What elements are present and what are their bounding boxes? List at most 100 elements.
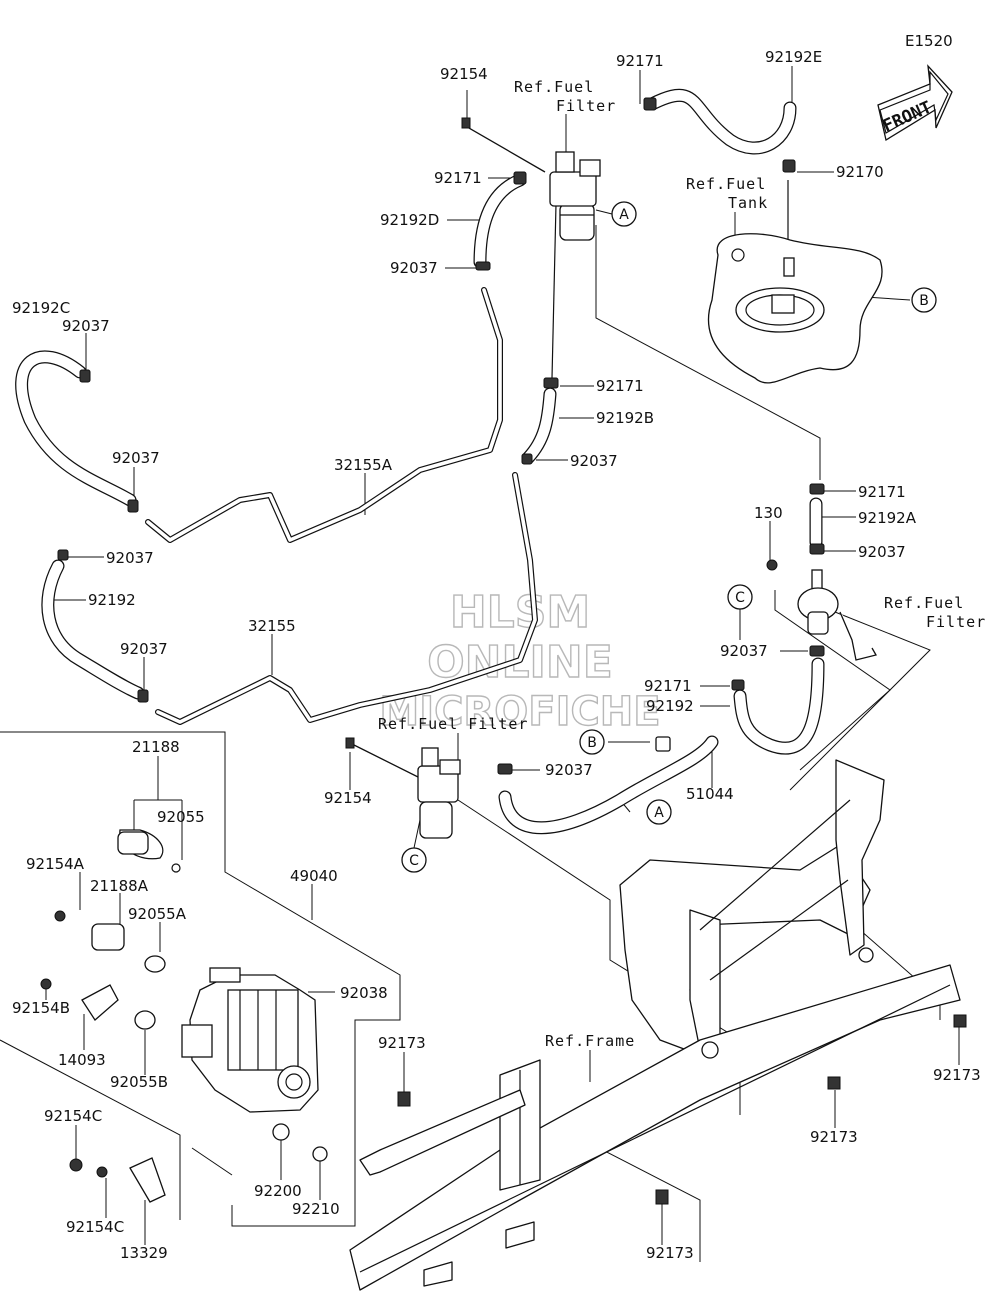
clamp-icon — [497, 763, 513, 775]
part-label: 92055 — [157, 808, 205, 826]
watermark-line-1: HLSM — [450, 587, 590, 638]
clamp-icon — [513, 171, 527, 185]
svg-text:A: A — [654, 805, 664, 821]
part-label: 13329 — [120, 1244, 168, 1262]
part-label: 92154A — [26, 855, 85, 873]
part-label: 92192B — [596, 409, 654, 427]
part-label: 21188 — [132, 738, 180, 756]
clamp-icon — [809, 645, 825, 657]
part-label: 32155 — [248, 617, 296, 635]
fuel-filter-top-icon — [461, 117, 601, 241]
part-label: 92171 — [616, 52, 664, 70]
part-label: 92200 — [254, 1182, 302, 1200]
part-label: 92037 — [858, 543, 906, 561]
ref-fuel-filter-top-line1: Ref.Fuel — [514, 78, 594, 96]
part-label: 92055A — [128, 905, 187, 923]
svg-text:A: A — [619, 207, 629, 223]
marker-c-right: C — [727, 584, 753, 610]
clamp-icon — [79, 369, 91, 383]
part-label: 92037 — [545, 761, 593, 779]
svg-text:B: B — [919, 293, 929, 309]
part-label: 92037 — [62, 317, 110, 335]
clamp-icon — [809, 543, 825, 555]
pipes — [145, 180, 789, 725]
part-label: 92037 — [106, 549, 154, 567]
part-label: 92037 — [720, 642, 768, 660]
part-label: 130 — [754, 504, 783, 522]
svg-text:B: B — [587, 735, 597, 751]
part-label: 51044 — [686, 785, 734, 803]
injection-pump-icon — [40, 829, 328, 1203]
part-label: 14093 — [58, 1051, 106, 1069]
clamps — [57, 97, 825, 775]
clamp-icon — [731, 679, 745, 691]
fuel-tank-icon — [707, 233, 883, 384]
part-label: 92173 — [933, 1066, 981, 1084]
clamp-icon — [137, 689, 149, 703]
clamp-icon — [475, 261, 491, 271]
part-label: 92171 — [644, 677, 692, 695]
ref-fuel-tank-line1: Ref.Fuel — [686, 175, 766, 193]
part-label: 92171 — [858, 483, 906, 501]
clamp-icon — [782, 159, 796, 173]
hoses — [15, 88, 825, 835]
clamp-icon — [57, 549, 69, 561]
marker-c-mid: C — [401, 847, 427, 873]
part-labels: 92154 92171 92192E 92171 92170 92192D 92… — [12, 48, 981, 1262]
part-label: 92192 — [88, 591, 136, 609]
clamp-icon — [521, 453, 533, 465]
part-label: 92192D — [380, 211, 439, 229]
front-arrow-icon: FRONT — [877, 64, 953, 142]
svg-text:C: C — [409, 853, 419, 869]
part-label: 92154 — [440, 65, 488, 83]
part-label: 92037 — [390, 259, 438, 277]
ref-fuel-filter-right-line1: Ref.Fuel — [884, 594, 964, 612]
ref-fuel-filter-top-line2: Filter — [556, 97, 616, 115]
bolt-icon — [766, 559, 778, 571]
ref-fuel-tank-line2: Tank — [728, 194, 768, 212]
ref-fuel-filter-mid: Ref.Fuel Filter — [378, 715, 528, 733]
part-label: 92038 — [340, 984, 388, 1002]
ref-frame: Ref.Frame — [545, 1032, 635, 1050]
marker-b-top: B — [911, 287, 937, 313]
part-label: 92037 — [570, 452, 618, 470]
part-label: 92210 — [292, 1200, 340, 1218]
svg-text:C: C — [735, 590, 745, 606]
clamp-icon — [543, 377, 559, 389]
part-label: 92037 — [112, 449, 160, 467]
fuel-filter-right-icon — [797, 569, 877, 661]
clamp-icon — [127, 499, 139, 513]
marker-b-mid: B — [579, 729, 605, 755]
diagram-code: E1520 — [905, 32, 953, 50]
frame-icon — [349, 759, 967, 1291]
part-label: 92192C — [12, 299, 70, 317]
part-label: 92173 — [810, 1128, 858, 1146]
part-label: 92154 — [324, 789, 372, 807]
part-label: 92192 — [646, 697, 694, 715]
part-label: 92154B — [12, 999, 70, 1017]
part-label: 92154C — [44, 1107, 102, 1125]
part-label: 92192A — [858, 509, 917, 527]
part-label: 21188A — [90, 877, 149, 895]
part-label: 92171 — [434, 169, 482, 187]
part-label: 92055B — [110, 1073, 168, 1091]
clamp-icon — [643, 97, 657, 111]
fuel-filter-mid-icon — [345, 737, 461, 839]
clamp-icon — [809, 483, 825, 495]
clamp-icon — [655, 736, 671, 752]
watermark-line-3: MICROFICHE — [379, 689, 660, 735]
part-label: 92192E — [765, 48, 822, 66]
marker-a-top: A — [611, 201, 637, 227]
part-label: 92170 — [836, 163, 884, 181]
part-label: 92037 — [120, 640, 168, 658]
ref-fuel-filter-right-line2: Filter — [926, 613, 986, 631]
part-label: 92173 — [646, 1244, 694, 1262]
part-label: 32155A — [334, 456, 393, 474]
marker-a-mid: A — [646, 799, 672, 825]
part-label: 92171 — [596, 377, 644, 395]
part-label: 49040 — [290, 867, 338, 885]
part-label: 92173 — [378, 1034, 426, 1052]
part-label: 92154C — [66, 1218, 124, 1236]
